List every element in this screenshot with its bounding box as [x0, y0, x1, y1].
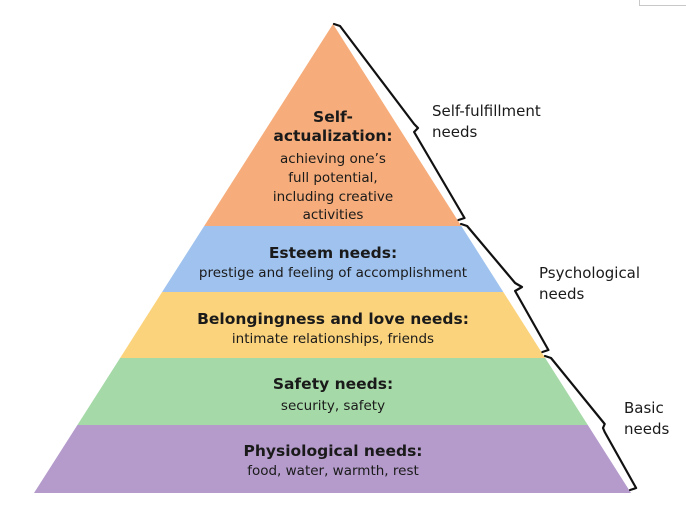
- group-label-psychological: needs: [539, 285, 584, 303]
- tier-description-safety: security, safety: [281, 398, 385, 414]
- tier-title-self-actualization: Self-: [313, 108, 353, 126]
- tier-description-self-actualization: including creative: [273, 189, 393, 205]
- group-label-self-fulfillment: needs: [432, 123, 477, 141]
- tier-title-esteem: Esteem needs:: [269, 244, 397, 262]
- tier-description-self-actualization: activities: [303, 207, 364, 223]
- group-braces: [332, 22, 638, 492]
- tier-title-self-actualization: actualization:: [273, 127, 392, 145]
- pyramid-tier-safety: Safety needs: security, safety: [77, 358, 588, 425]
- brace-psychological: [460, 222, 550, 354]
- pyramid-tiers: Self-actualization: achieving one’s full p…: [34, 24, 631, 493]
- group-label-basic: needs: [624, 420, 669, 438]
- tier-band-physiological: [34, 425, 631, 493]
- tier-title-physiological: Physiological needs:: [244, 442, 423, 460]
- group-label-basic: Basic: [624, 399, 664, 417]
- tier-band-safety: [77, 358, 588, 425]
- pyramid-tier-esteem: Esteem needs: prestige and feeling of acc…: [162, 226, 504, 292]
- tier-description-self-actualization: achieving one’s: [280, 151, 386, 167]
- tier-band-self-actualization: [204, 24, 462, 226]
- group-label-self-fulfillment: Self-fulfillment: [432, 102, 541, 120]
- group-labels: Self-fulfillmentneedsPsychologicalneedsB…: [432, 102, 669, 438]
- pyramid-tier-belongingness: Belongingness and love needs: intimate re…: [120, 292, 546, 358]
- tier-title-safety: Safety needs:: [273, 375, 393, 393]
- group-label-psychological: Psychological: [539, 264, 640, 282]
- pyramid-tier-self-actualization: Self-actualization: achieving one’s full p…: [204, 24, 462, 226]
- tier-band-esteem: [162, 226, 504, 292]
- tier-description-self-actualization: full potential,: [288, 170, 377, 186]
- pyramid-tier-physiological: Physiological needs: food, water, warmth,…: [34, 425, 631, 493]
- tier-band-belongingness: [120, 292, 546, 358]
- tier-description-belongingness: intimate relationships, friends: [232, 331, 434, 347]
- tier-description-esteem: prestige and feeling of accomplishment: [199, 265, 467, 281]
- brace-basic: [543, 354, 638, 492]
- tier-description-physiological: food, water, warmth, rest: [247, 463, 419, 479]
- tier-title-belongingness: Belongingness and love needs:: [197, 310, 469, 328]
- corner-frame: [639, 0, 686, 6]
- brace-self-fulfillment: [332, 22, 466, 222]
